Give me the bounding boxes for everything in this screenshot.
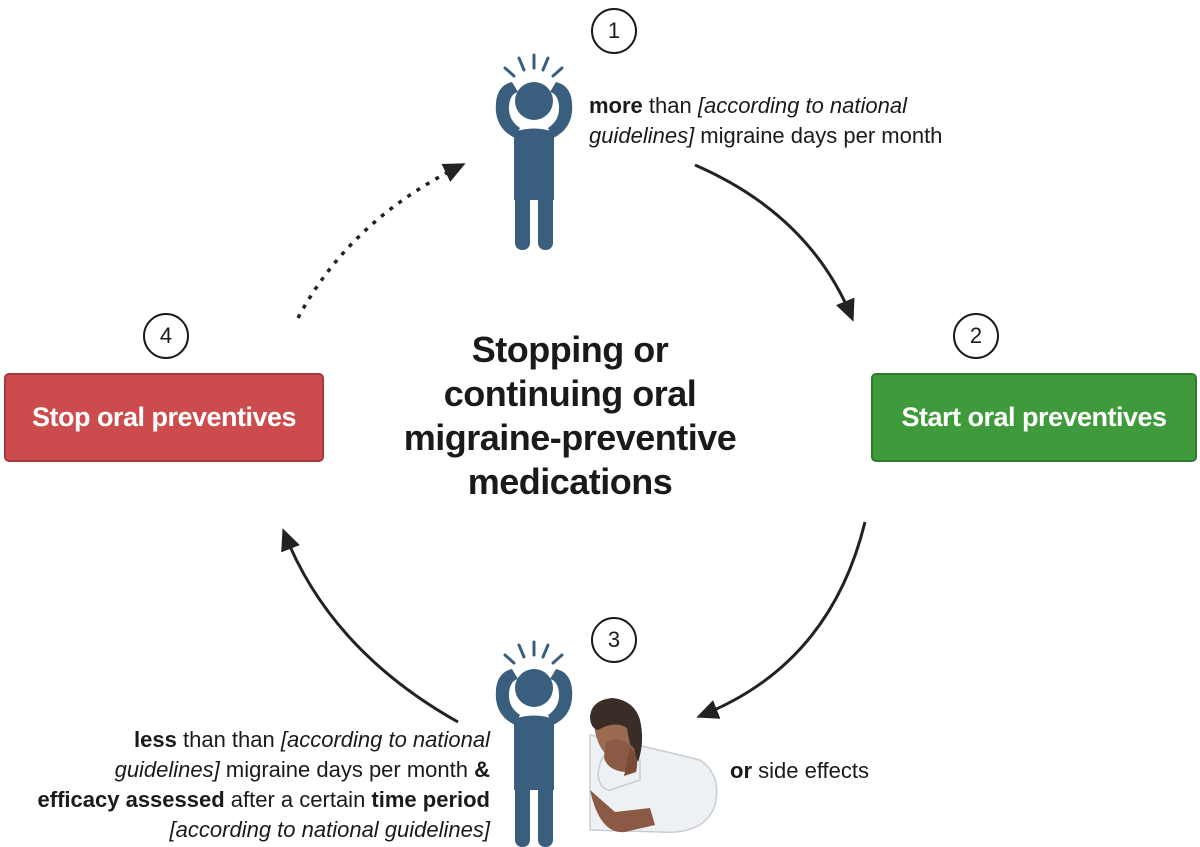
step-4-badge: 4 bbox=[143, 313, 189, 359]
title-line-1: Stopping or bbox=[471, 329, 669, 370]
start-oral-preventives-box: Start oral preventives bbox=[871, 373, 1197, 462]
headache-person-icon bbox=[495, 53, 573, 250]
step-1-badge: 1 bbox=[591, 8, 637, 54]
step-1-italic: [according to national bbox=[697, 93, 907, 118]
headache-person-icon bbox=[495, 640, 573, 847]
arrow-1-to-2 bbox=[694, 163, 855, 322]
step-2-number: 2 bbox=[969, 323, 983, 348]
step-3-criteria: less than than [according to national gu… bbox=[10, 725, 490, 845]
side-effects-bold: or bbox=[730, 758, 752, 783]
step-3-bold3: time period bbox=[371, 787, 490, 812]
step-1-text2: migraine days per month bbox=[694, 123, 943, 148]
step-3-number: 3 bbox=[607, 627, 621, 652]
diagram-title: Stopping or continuing oral migraine-pre… bbox=[360, 328, 780, 504]
step-3-badge: 3 bbox=[591, 617, 637, 663]
arrow-4-to-1-dotted bbox=[296, 163, 466, 319]
step-3-bold1: less bbox=[134, 727, 177, 752]
step-1-text1: than bbox=[642, 93, 698, 118]
arrow-3-to-4 bbox=[281, 528, 459, 724]
step-3-text3: after a certain bbox=[224, 787, 372, 812]
stop-oral-preventives-label: Stop oral preventives bbox=[31, 402, 297, 432]
step-3-italic1: [according to national bbox=[280, 727, 490, 752]
step-1-description: more than [according to national guideli… bbox=[589, 91, 1009, 151]
step-3-italic3: [according to national guidelines] bbox=[169, 817, 490, 842]
step-3-text2: migraine days per month bbox=[219, 757, 475, 782]
step-3-amp: & bbox=[474, 757, 490, 782]
step-3-text1: than than bbox=[176, 727, 281, 752]
arrow-2-to-3 bbox=[696, 521, 867, 719]
step-1-bold: more bbox=[589, 93, 643, 118]
title-line-3: migraine-preventive bbox=[403, 417, 737, 458]
step-3-side-effects: or side effects bbox=[730, 756, 869, 786]
step-3-italic2: guidelines] bbox=[114, 757, 220, 782]
step-1-number: 1 bbox=[607, 18, 621, 43]
title-line-4: medications bbox=[467, 461, 673, 502]
step-3-bold2: efficacy assessed bbox=[37, 787, 225, 812]
side-effects-text: side effects bbox=[752, 758, 869, 783]
step-1-italic2: guidelines] bbox=[589, 123, 695, 148]
step-4-number: 4 bbox=[159, 323, 173, 348]
title-line-2: continuing oral bbox=[443, 373, 697, 414]
step-2-badge: 2 bbox=[953, 313, 999, 359]
start-oral-preventives-label: Start oral preventives bbox=[901, 402, 1167, 432]
stop-oral-preventives-box: Stop oral preventives bbox=[4, 373, 324, 462]
nauseous-person-icon bbox=[589, 698, 718, 834]
